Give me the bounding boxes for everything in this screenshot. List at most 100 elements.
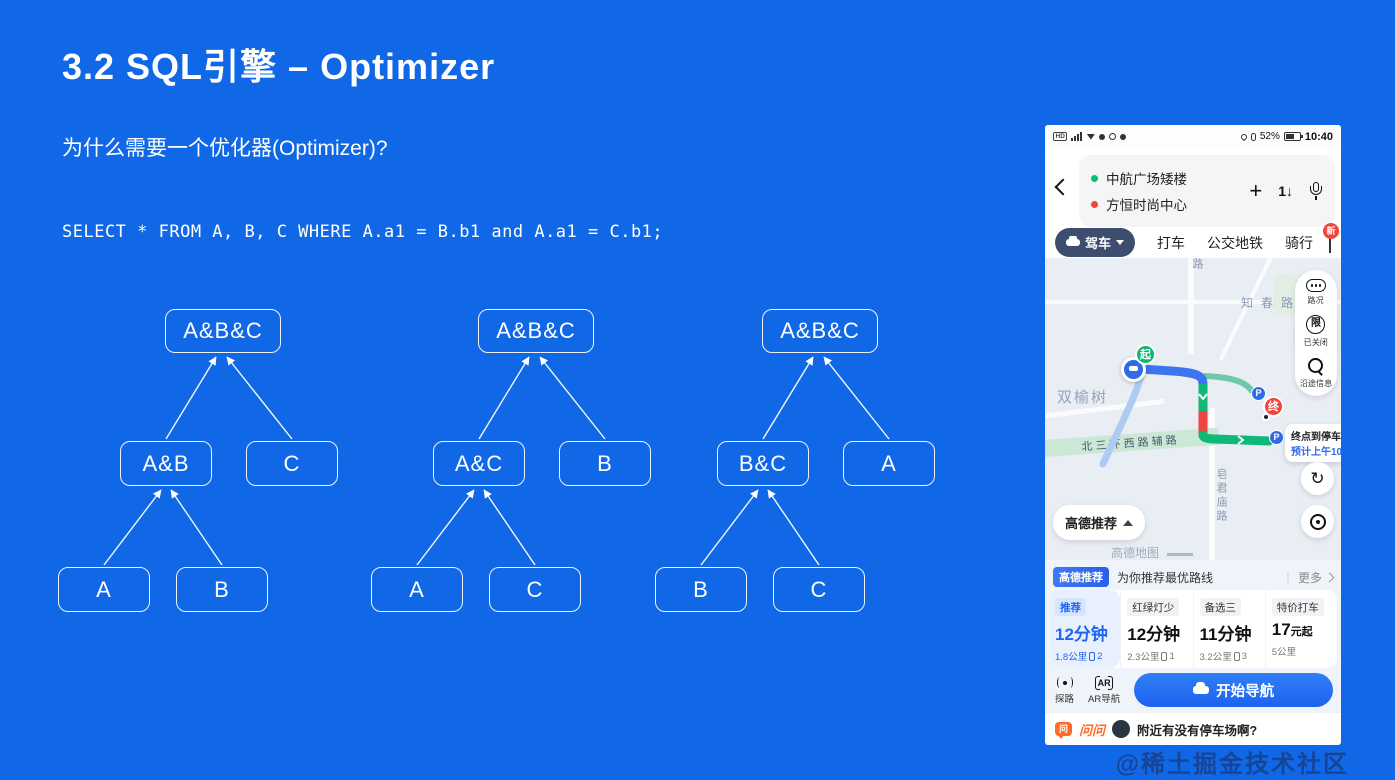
back-icon[interactable] (1054, 178, 1072, 196)
end-marker: 终 (1263, 396, 1284, 417)
destination-row[interactable]: 方恒时尚中心 (1091, 191, 1325, 217)
route-time: 12分钟 (1055, 625, 1108, 644)
road-label-zhichun: 知春路 (1241, 296, 1302, 310)
phone-screenshot: HD 52% 10:40 中航广场矮楼 (1045, 125, 1341, 745)
route-chevron (1237, 435, 1245, 445)
route-detail: 2.3公里 1 (1127, 649, 1186, 664)
battery-icon (1283, 132, 1303, 141)
tab-ride[interactable]: 骑行 (1285, 234, 1314, 251)
start-navigation-label: 开始导航 (1216, 683, 1275, 700)
radar-icon (1056, 676, 1073, 690)
status-left-icons: HD (1053, 132, 1127, 141)
traffic-button[interactable]: 路况 (1306, 279, 1326, 306)
tree-node-root: A&B&C (762, 309, 878, 353)
headset-icon (1109, 133, 1117, 140)
route-segment-green2 (1198, 430, 1274, 446)
origin-row[interactable]: 中航广场矮楼 (1091, 165, 1325, 191)
route-alternative (1099, 372, 1145, 468)
road-label-partial: 路 (1191, 258, 1203, 272)
route-option-alternative[interactable]: 备选三 11分钟 3.2公里 3 (1192, 590, 1265, 668)
slide-title: 3.2 SQL引擎 – Optimizer (62, 46, 496, 87)
map-canvas[interactable]: 路 知春路 双榆树 北 三 环 西 路 辅 路 皂君庙路 起 P 终 P (1045, 258, 1341, 560)
join-tree-3: A&B&C B&C A B C (647, 305, 942, 620)
location-icon (1239, 132, 1249, 141)
route-input-card[interactable]: 中航广场矮楼 方恒时尚中心 + 1↓ (1079, 155, 1335, 227)
route-option-recommended[interactable]: 推荐 12分钟 1.8公里 2 (1049, 590, 1121, 668)
parking-marker: P (1251, 386, 1266, 401)
voice-mic-icon[interactable] (1309, 182, 1323, 200)
route-distance: 1.8公里 (1055, 652, 1088, 663)
notification-icon (1099, 133, 1106, 140)
destination-dot-icon (1091, 200, 1098, 208)
route-polylines (1099, 364, 1274, 468)
route-sheet: 高德推荐 为你推荐最优路线 丨 更多 推荐 12分钟 1.8公里 2 (1045, 560, 1341, 712)
route-time: 12分钟 (1127, 625, 1181, 644)
swap-icon[interactable]: 1↓ (1278, 183, 1293, 199)
tab-taxi[interactable]: 打车 (1157, 234, 1186, 251)
traffic-label: 路况 (1307, 295, 1325, 305)
route-distance: 3.2公里 (1199, 652, 1232, 663)
add-waypoint-icon[interactable]: + (1249, 178, 1263, 203)
caret-up-icon (1123, 519, 1134, 526)
route-option-taxi[interactable]: 特价打车 17元起 5公里 (1264, 590, 1337, 668)
caret-down-icon (1116, 240, 1125, 245)
route-time-suffix: 元起 (1290, 626, 1313, 638)
ar-nav-button[interactable]: AR AR导航 (1088, 675, 1120, 705)
more-button[interactable]: 丨 更多 (1281, 569, 1335, 586)
route-options: 推荐 12分钟 1.8公里 2 红绿灯少 12分钟 2.3公里 1 (1049, 590, 1337, 668)
tab-drive[interactable]: 驾车 (1055, 228, 1136, 257)
route-detail: 5公里 (1272, 644, 1331, 658)
traffic-light-icon (1233, 651, 1240, 661)
tab-more[interactable]: 新 (1323, 222, 1339, 253)
recommend-pill-button[interactable]: 高德推荐 (1053, 505, 1146, 540)
parking-tooltip: 终点到停车 预计上午10 (1285, 424, 1341, 462)
chevron-right-icon (1324, 572, 1335, 582)
signal-icon (1071, 132, 1083, 141)
map-brand-label: 高德地图 (1111, 546, 1160, 560)
along-route-button[interactable]: 沿途信息 (1299, 357, 1333, 389)
avatar (1112, 720, 1131, 738)
destination-text[interactable]: 方恒时尚中心 (1106, 198, 1187, 213)
status-time: 10:40 (1304, 130, 1333, 143)
new-badge: 新 (1323, 222, 1339, 239)
map-road (1045, 300, 1341, 304)
route-option-fewer-lights[interactable]: 红绿灯少 12分钟 2.3公里 1 (1120, 590, 1192, 668)
tab-transit[interactable]: 公交地铁 (1207, 234, 1264, 251)
divider: 丨 (1281, 570, 1294, 585)
route-detail: 1.8公里 2 (1055, 649, 1114, 664)
tree-node-mid-right: A (843, 441, 935, 486)
more-label: 更多 (1297, 570, 1322, 585)
route-time: 11分钟 (1199, 625, 1252, 644)
locate-icon (1309, 513, 1326, 530)
map-road (1188, 258, 1194, 354)
hd-icon: HD (1053, 132, 1068, 141)
recommend-pill-label: 高德推荐 (1065, 516, 1118, 531)
tree-node-leaf-right: C (773, 567, 865, 612)
locate-button[interactable] (1301, 505, 1334, 538)
tree-node-leaf-left: A (58, 567, 150, 612)
route-lights-count: 2 (1097, 650, 1103, 662)
tree-connectors (103, 356, 293, 566)
map-scale-bar (1167, 553, 1193, 556)
tree-node-mid-right: C (246, 441, 338, 486)
sql-statement: SELECT * FROM A, B, C WHERE A.a1 = B.b1 … (62, 222, 664, 242)
ask-bubble-icon: 问 (1055, 722, 1072, 739)
refresh-button[interactable]: ↻ (1301, 462, 1334, 495)
explore-button[interactable]: 探路 (1055, 676, 1074, 705)
tree-node-mid-right: B (559, 441, 651, 486)
area-label-shuangyushu: 双榆树 (1057, 389, 1109, 406)
status-right-icons: 52% 10:40 (1239, 130, 1333, 143)
ask-bar[interactable]: 问 问问 附近有没有停车场啊? (1045, 712, 1341, 745)
restriction-button[interactable]: 限 已关闭 (1303, 315, 1329, 348)
parking-marker: P (1269, 430, 1284, 445)
origin-text[interactable]: 中航广场矮楼 (1106, 172, 1187, 187)
travel-mode-tabs: 驾车 打车 公交地铁 骑行 新 (1045, 222, 1341, 258)
tree-node-leaf-left: A (371, 567, 463, 612)
route-distance: 5公里 (1271, 647, 1297, 658)
tree-node-root: A&B&C (165, 309, 281, 353)
explore-label: 探路 (1055, 693, 1075, 705)
route-tag: 红绿灯少 (1127, 598, 1180, 616)
route-tag: 推荐 (1055, 598, 1086, 616)
start-navigation-button[interactable]: 开始导航 (1134, 673, 1333, 707)
